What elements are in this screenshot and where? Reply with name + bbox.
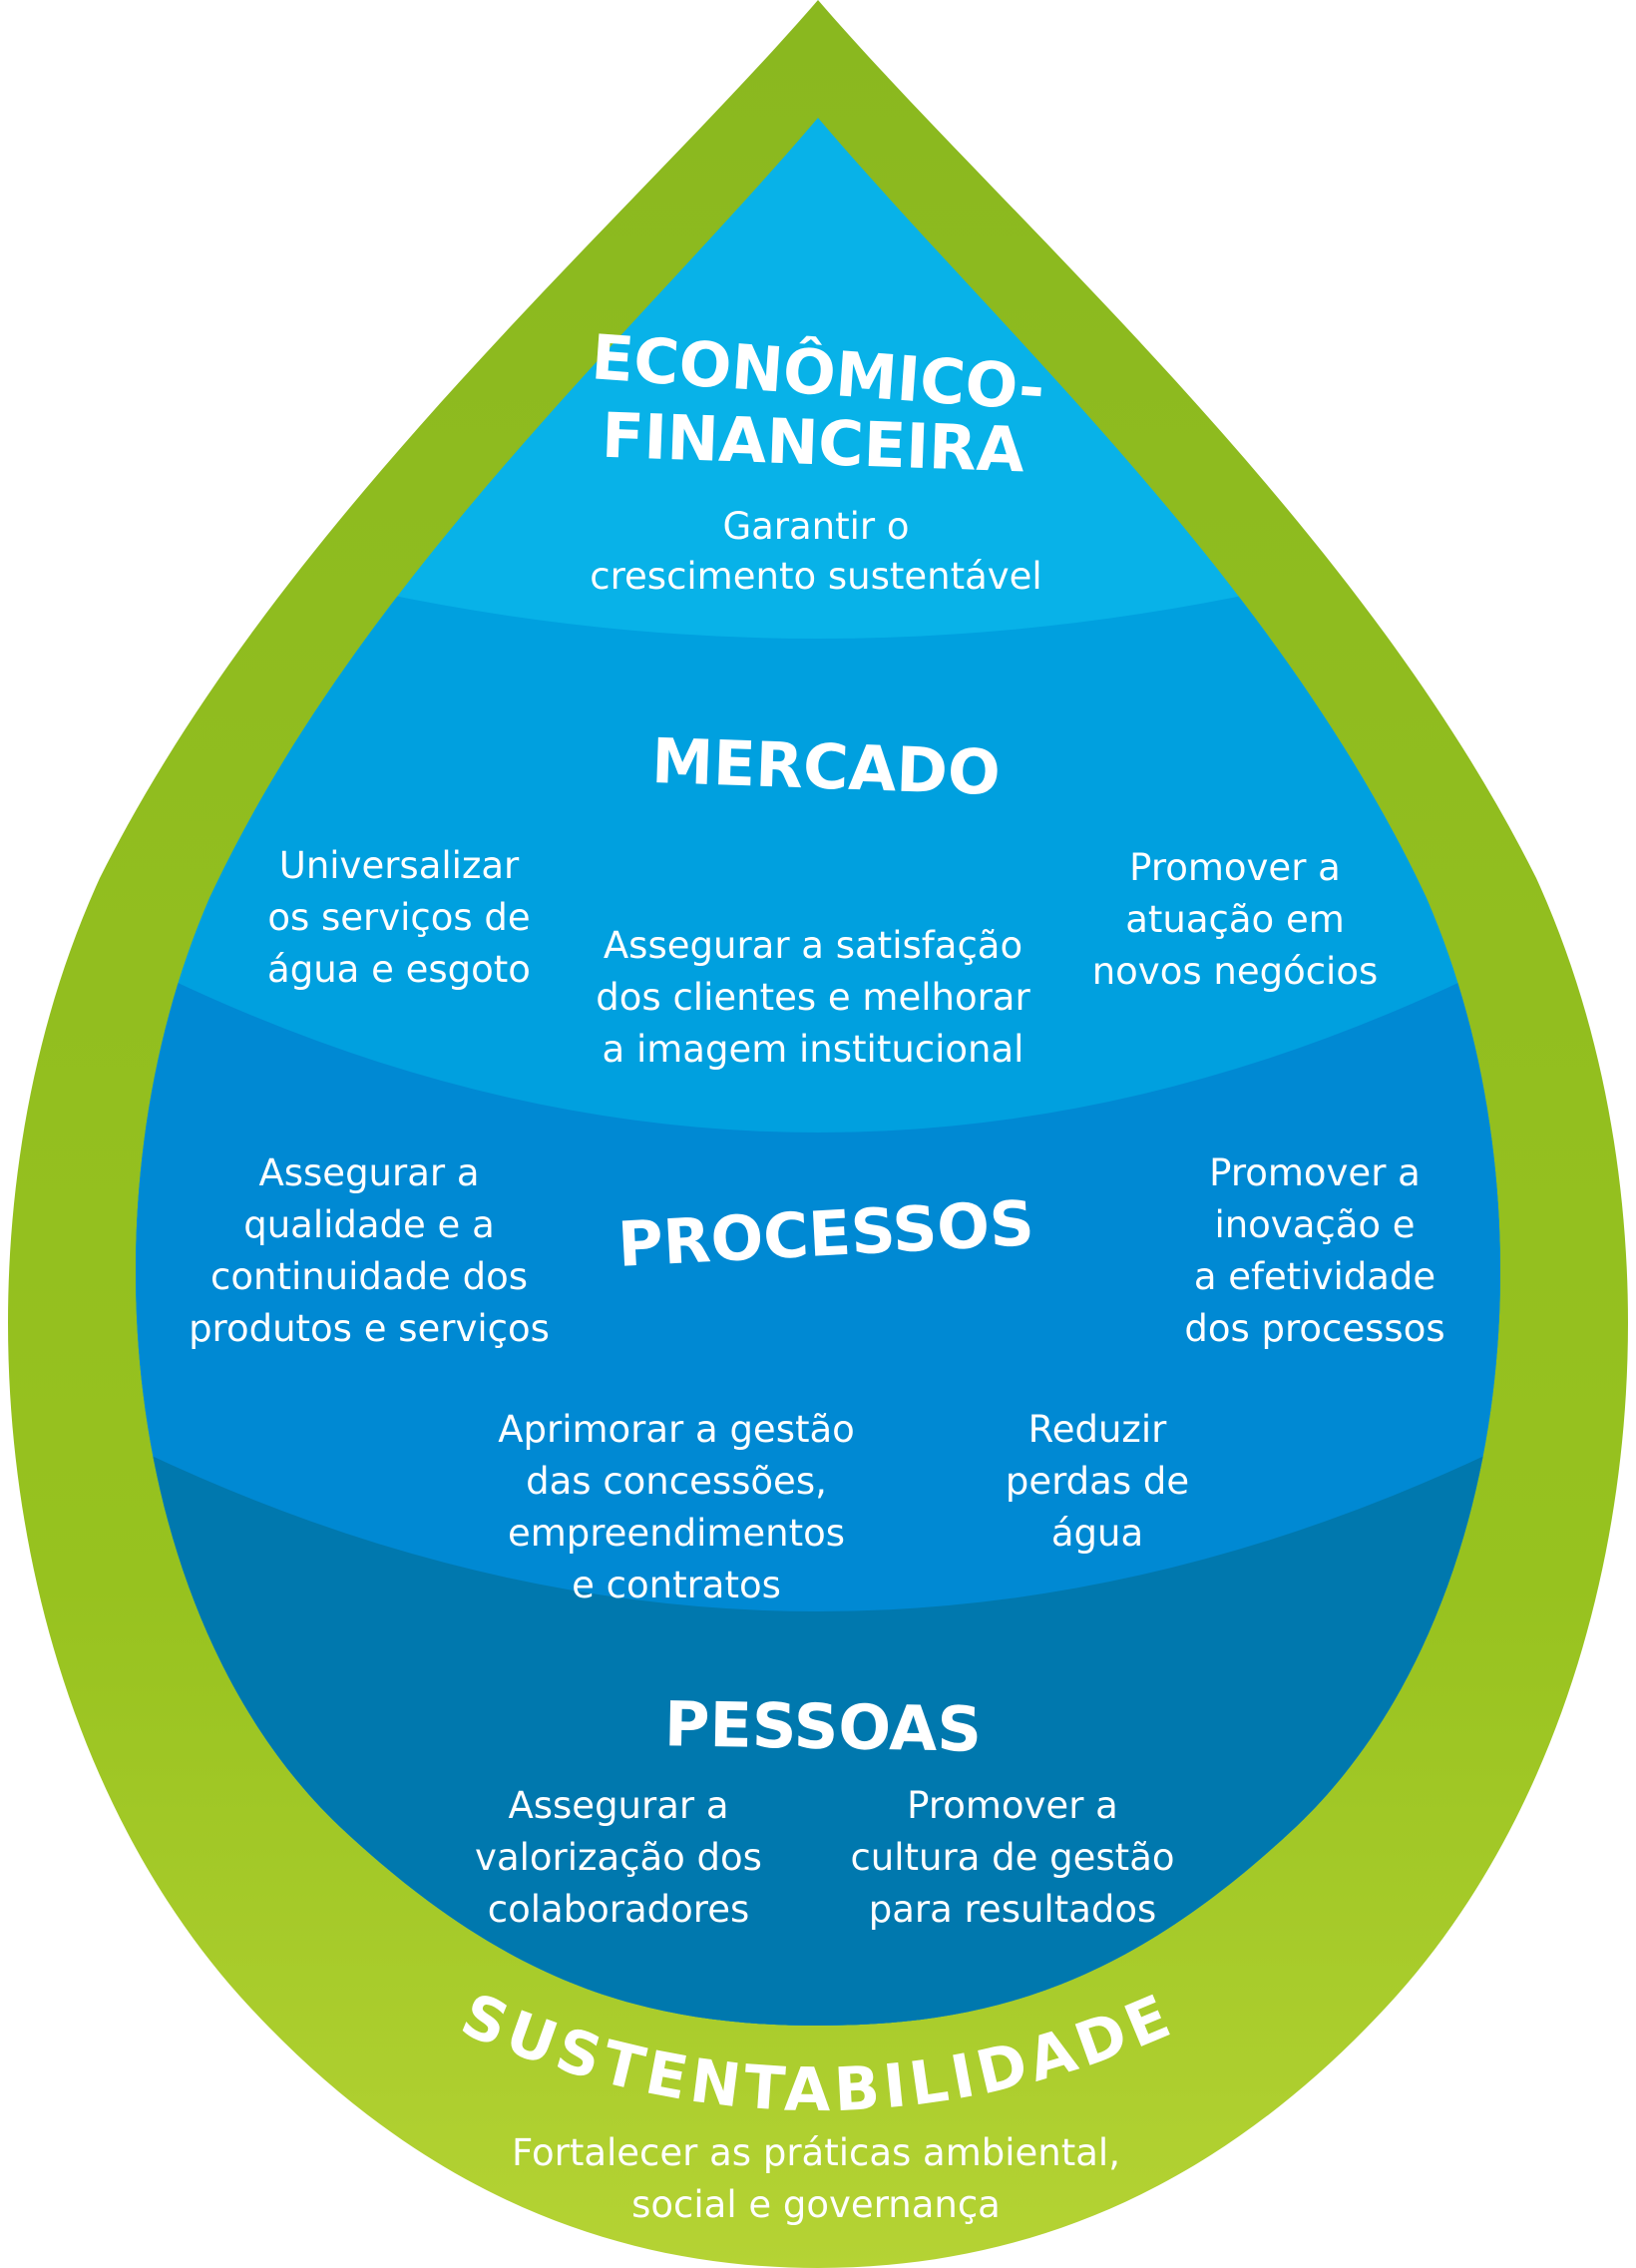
pessoas-layer [135, 1377, 1501, 2026]
processos-objective-bottom-left-line4: e contratos [572, 1564, 781, 1606]
processos-objective-right-line1: Promover a [1209, 1151, 1421, 1194]
pessoas-objective-right-line2: cultura de gestão [850, 1836, 1174, 1879]
mercado-objective-center-line1: Assegurar a satisfação [604, 924, 1022, 967]
pessoas-objective-left-line2: valorização dos [475, 1836, 762, 1879]
mercado-objective-left-line1: Universalizar [279, 844, 520, 887]
mercado-objective-right-line2: atuação em [1125, 898, 1345, 941]
processos-objective-bottom-right-line3: água [1051, 1512, 1143, 1555]
pessoas-title: PESSOAS [663, 1687, 982, 1766]
processos-objective-left-line1: Assegurar a [258, 1151, 479, 1194]
processos-objective-bottom-left-line1: Aprimorar a gestão [498, 1408, 855, 1451]
economico-title-line2: FINANCEIRA [601, 399, 1025, 487]
processos-objective-bottom-right-line2: perdas de [1006, 1460, 1189, 1503]
sustentabilidade-objective-line2: social e governança [631, 2183, 1001, 2226]
processos-objective-left-line4: produtos e serviços [189, 1307, 550, 1350]
mercado-objective-center-line3: a imagem institucional [603, 1028, 1024, 1071]
mercado-title: MERCADO [650, 724, 1002, 809]
sustentabilidade-objective-line1: Fortalecer as práticas ambiental, [512, 2131, 1120, 2174]
economico-objective-line1: Garantir o [722, 505, 909, 548]
processos-objective-bottom-right-line1: Reduzir [1028, 1408, 1167, 1451]
economico-section: ECONÔMICO- FINANCEIRA Garantir o crescim… [590, 320, 1047, 598]
mercado-section: MERCADO Universalizar os serviços de águ… [267, 724, 1378, 1071]
pessoas-objective-right-line1: Promover a [907, 1784, 1118, 1827]
pessoas-objective-right-line3: para resultados [869, 1888, 1157, 1931]
processos-objective-right-line2: inovação e [1214, 1203, 1415, 1246]
processos-objective-left-line2: qualidade e a [243, 1203, 495, 1246]
pessoas-section: PESSOAS Assegurar a valorização dos cola… [475, 1687, 1174, 1931]
mercado-objective-center-line2: dos clientes e melhorar [596, 976, 1030, 1019]
processos-objective-bottom-left-line3: empreendimentos [508, 1512, 845, 1555]
economico-objective-line2: crescimento sustentável [590, 555, 1041, 598]
processos-objective-right-line4: dos processos [1184, 1307, 1444, 1350]
processos-objective-left-line3: continuidade dos [210, 1255, 528, 1298]
mercado-objective-right-line1: Promover a [1129, 846, 1341, 889]
processos-objective-right-line3: a efetividade [1194, 1255, 1435, 1298]
processos-objective-bottom-left-line2: das concessões, [526, 1460, 827, 1503]
pessoas-objective-left-line3: colaboradores [488, 1888, 750, 1931]
pessoas-objective-left-line1: Assegurar a [508, 1784, 728, 1827]
mercado-objective-left-line2: os serviços de [267, 896, 530, 939]
mercado-objective-left-line3: água e esgoto [267, 948, 531, 991]
mercado-objective-right-line3: novos negócios [1092, 950, 1379, 993]
